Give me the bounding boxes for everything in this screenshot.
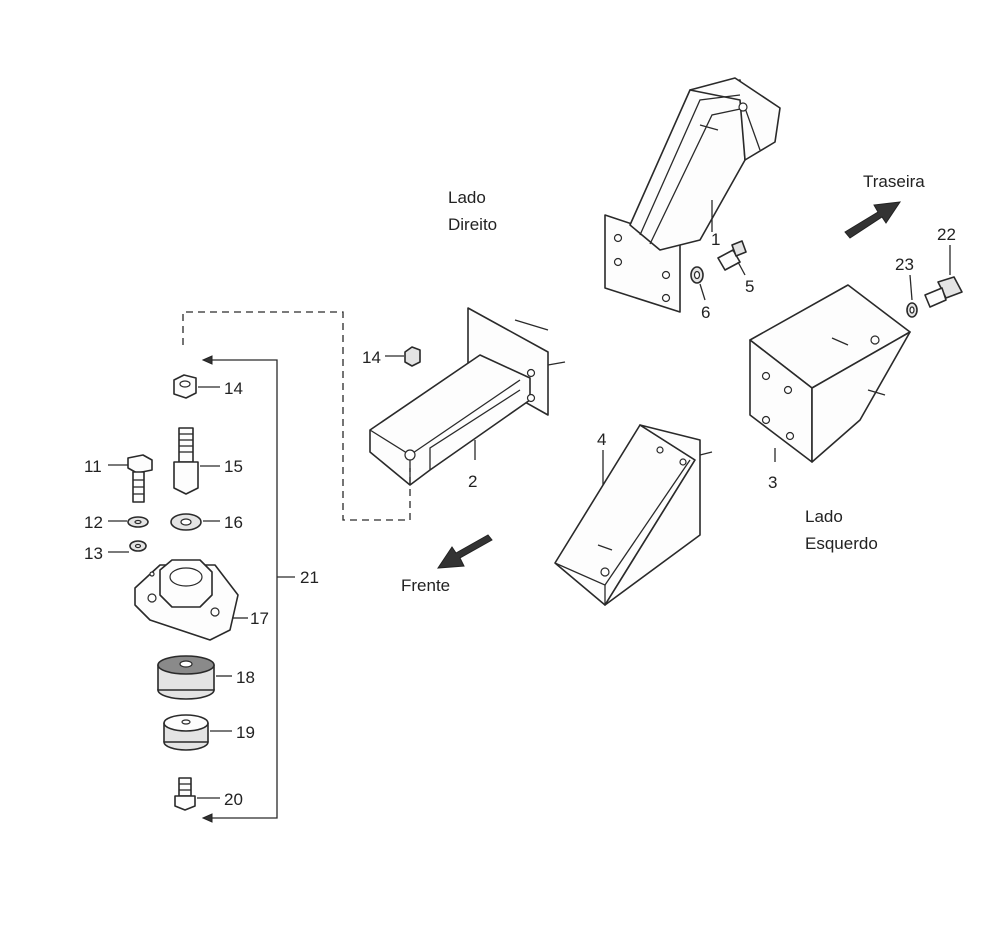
callout-13: 13 (84, 544, 103, 563)
part-18-rubber (157, 655, 232, 700)
lado-esquerdo-label-2: Esquerdo (805, 534, 878, 553)
part-2-bracket (369, 307, 566, 486)
part-23-washer (906, 274, 918, 318)
frente-label: Frente (401, 576, 450, 595)
callout-15: 15 (224, 457, 243, 476)
callout-21: 21 (300, 568, 319, 587)
part-13-lockwasher (108, 540, 147, 553)
traseira-label: Traseira (863, 172, 925, 191)
part-22-bolt (924, 245, 963, 308)
callout-3: 3 (768, 473, 777, 492)
lado-direito-label-2: Direito (448, 215, 497, 234)
callout-14-right: 14 (362, 348, 381, 367)
callout-11: 11 (84, 457, 102, 476)
callout-20: 20 (224, 790, 243, 809)
callout-17: 17 (250, 609, 269, 628)
callout-14-left: 14 (224, 379, 243, 398)
callout-5: 5 (745, 277, 754, 296)
callout-1: 1 (711, 230, 720, 249)
part-15-stud (173, 427, 220, 495)
callout-19: 19 (236, 723, 255, 742)
part-1-bracket (604, 77, 781, 313)
part-17-mount (134, 559, 248, 641)
callout-23: 23 (895, 255, 914, 274)
part-5-bolt (717, 240, 747, 276)
part-6-washer (690, 266, 706, 301)
bracket-21 (205, 359, 278, 819)
part-14-nut-right (385, 346, 421, 367)
callout-12: 12 (84, 513, 103, 532)
callout-18: 18 (236, 668, 255, 687)
part-19-rubber (163, 714, 232, 751)
callout-2: 2 (468, 472, 477, 491)
part-20-screw (174, 777, 220, 811)
part-12-washer (108, 516, 149, 528)
lado-esquerdo-label-1: Lado (805, 507, 843, 526)
part-14-nut (173, 374, 220, 399)
callout-22: 22 (937, 225, 956, 244)
callout-4: 4 (597, 430, 606, 449)
part-11-bolt (108, 454, 153, 503)
part-16-washer (170, 513, 220, 531)
callout-6: 6 (701, 303, 710, 322)
frente-arrow (437, 534, 493, 569)
part-4-bracket (554, 424, 713, 606)
lado-direito-label-1: Lado (448, 188, 486, 207)
callout-16: 16 (224, 513, 243, 532)
dashed-guide (182, 311, 411, 521)
part-3-bracket (749, 284, 911, 463)
traseira-arrow (844, 201, 902, 239)
